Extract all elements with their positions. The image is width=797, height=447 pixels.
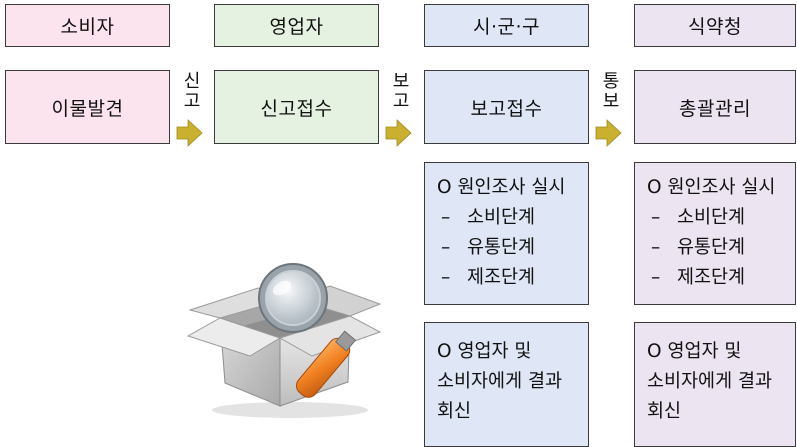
reply-line: 소비자에게 결과 <box>437 371 563 392</box>
step-report-receipt: 신고접수 <box>214 70 379 144</box>
reply-line: 소비자에게 결과 <box>647 371 773 392</box>
connector-char: 고 <box>392 91 410 112</box>
dash: – <box>441 207 451 228</box>
connector-char: 통 <box>602 71 620 92</box>
investigation-item: –제조단계 <box>647 263 795 293</box>
investigation-item: –제조단계 <box>437 263 588 293</box>
magnifier-box-icon <box>186 263 382 418</box>
header-kfda: 식약청 <box>634 4 796 47</box>
connector-label-inform: 보 고 <box>386 72 416 112</box>
reply-box-local-gov: O 영업자 및 소비자에게 결과 회신 <box>424 322 589 447</box>
dash: – <box>441 267 451 288</box>
investigation-item: –유통단계 <box>647 233 795 263</box>
investigation-item: –소비단계 <box>437 203 588 233</box>
connector-char: 보 <box>392 71 410 92</box>
connector-label-report: 신 고 <box>177 72 207 112</box>
connector-char: 보 <box>602 91 620 112</box>
arrow-right-icon <box>176 119 203 147</box>
reply-line: O 영업자 및 <box>647 341 742 362</box>
arrow-right-icon <box>595 119 622 147</box>
connector-char: 신 <box>183 71 201 92</box>
connector-char: 고 <box>183 91 201 112</box>
step-report-intake: 보고접수 <box>424 70 589 144</box>
reply-line: 회신 <box>437 401 472 422</box>
investigation-title: O 원인조사 실시 <box>647 177 776 198</box>
investigation-item-label: 소비단계 <box>677 207 746 228</box>
dash: – <box>441 237 451 258</box>
investigation-title: O 원인조사 실시 <box>437 177 566 198</box>
investigation-item-label: 제조단계 <box>677 267 746 288</box>
reply-line: 회신 <box>647 401 682 422</box>
investigation-item-label: 소비단계 <box>467 207 536 228</box>
step-overall-management: 총괄관리 <box>634 70 796 144</box>
dash: – <box>651 207 661 228</box>
reply-line: O 영업자 및 <box>437 341 532 362</box>
arrow-right-icon <box>385 119 412 147</box>
reply-box-kfda: O 영업자 및 소비자에게 결과 회신 <box>634 322 796 447</box>
investigation-item: –유통단계 <box>437 233 588 263</box>
investigation-item-label: 유통단계 <box>467 237 536 258</box>
investigation-box-local-gov: O 원인조사 실시 –소비단계 –유통단계 –제조단계 <box>424 162 589 305</box>
header-business: 영업자 <box>214 4 379 47</box>
dash: – <box>651 267 661 288</box>
dash: – <box>651 237 661 258</box>
investigation-item-label: 유통단계 <box>677 237 746 258</box>
investigation-item: –소비단계 <box>647 203 795 233</box>
header-consumer: 소비자 <box>5 4 170 47</box>
investigation-item-label: 제조단계 <box>467 267 536 288</box>
step-discovery: 이물발견 <box>5 70 170 144</box>
header-local-gov: 시·군·구 <box>424 4 589 47</box>
investigation-box-kfda: O 원인조사 실시 –소비단계 –유통단계 –제조단계 <box>634 162 796 305</box>
connector-label-notify: 통 보 <box>596 72 626 112</box>
